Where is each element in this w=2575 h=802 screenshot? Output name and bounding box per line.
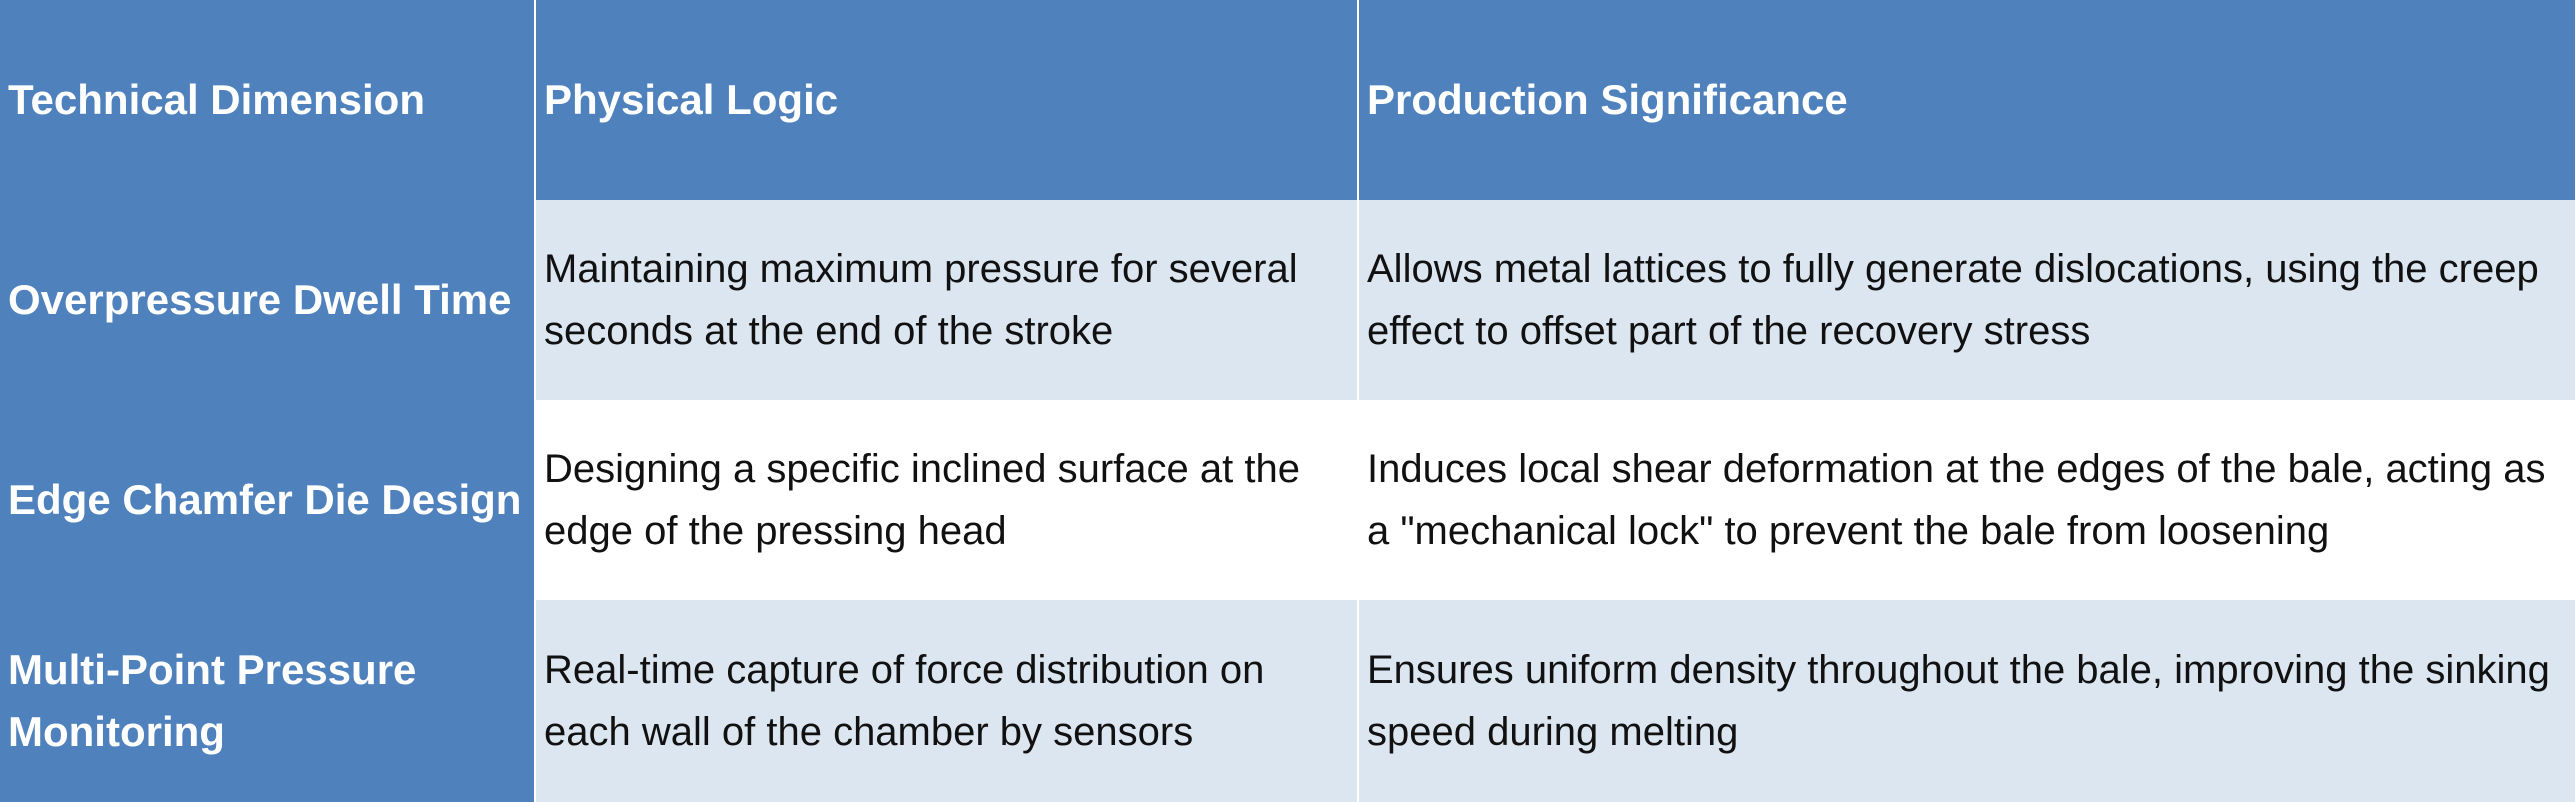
cell-dimension: Multi-Point Pressure Monitoring xyxy=(0,600,536,802)
header-technical-dimension: Technical Dimension xyxy=(0,0,536,200)
table-row: Edge Chamfer Die Design Designing a spec… xyxy=(0,400,2575,600)
table-header: Technical Dimension Physical Logic Produ… xyxy=(0,0,2575,200)
cell-physical-logic: Designing a specific inclined surface at… xyxy=(535,400,1359,600)
cell-dimension: Edge Chamfer Die Design xyxy=(0,400,536,600)
table-row: Overpressure Dwell Time Maintaining maxi… xyxy=(0,200,2575,400)
cell-dimension: Overpressure Dwell Time xyxy=(0,200,536,400)
table-row: Multi-Point Pressure Monitoring Real-tim… xyxy=(0,600,2575,802)
table-body: Overpressure Dwell Time Maintaining maxi… xyxy=(0,200,2575,802)
cell-physical-logic: Real-time capture of force distribution … xyxy=(535,600,1359,802)
cell-production-significance: Induces local shear deformation at the e… xyxy=(1358,400,2575,600)
cell-production-significance: Allows metal lattices to fully generate … xyxy=(1358,200,2575,400)
header-production-significance: Production Significance xyxy=(1358,0,2575,200)
cell-physical-logic: Maintaining maximum pressure for several… xyxy=(535,200,1359,400)
header-row: Technical Dimension Physical Logic Produ… xyxy=(0,0,2575,200)
cell-production-significance: Ensures uniform density throughout the b… xyxy=(1358,600,2575,802)
header-physical-logic: Physical Logic xyxy=(535,0,1359,200)
